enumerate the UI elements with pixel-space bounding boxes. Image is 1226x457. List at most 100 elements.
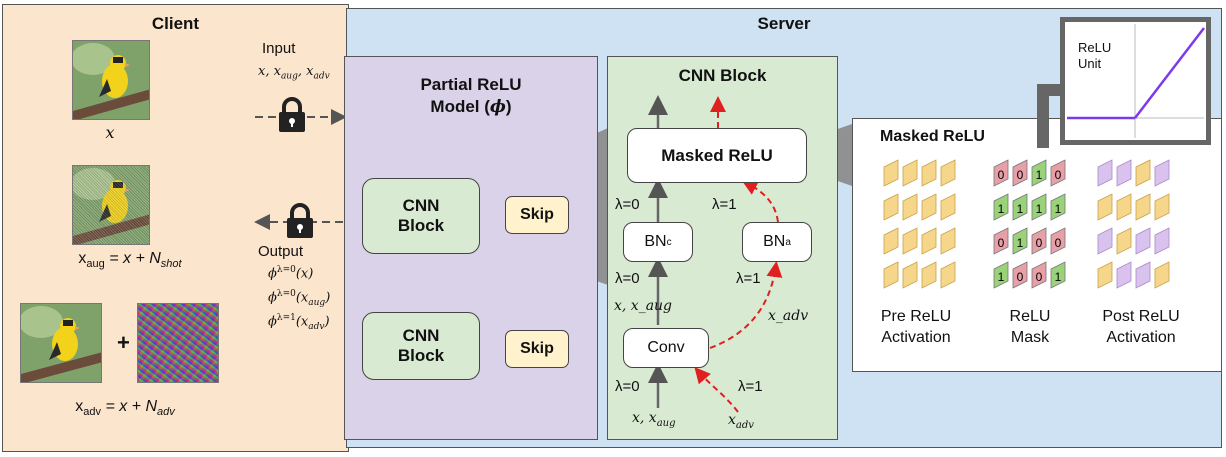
pre-activation-cell xyxy=(921,261,937,289)
post-relu-grid xyxy=(1097,159,1170,289)
mask-cell xyxy=(1050,159,1066,187)
lambda-1-top: λ=1 xyxy=(712,196,737,213)
mask-cell xyxy=(993,159,1009,187)
mask-cell xyxy=(1012,227,1028,255)
caption-x-aug: xaug = x + Nshot xyxy=(78,250,182,271)
clean-path-label: x, x_aug xyxy=(614,298,673,314)
mask-cell xyxy=(1050,193,1066,221)
post-activation-cell xyxy=(1116,193,1132,221)
pre-activation-cell xyxy=(940,227,956,255)
server-title: Server xyxy=(757,14,811,33)
mask-value: 1 xyxy=(1055,202,1062,216)
adv-path-label: x_adv xyxy=(768,308,809,324)
mask-cell xyxy=(1050,261,1066,289)
pre-relu-grid xyxy=(883,159,956,289)
lock-icon-input xyxy=(279,97,305,132)
mask-value: 1 xyxy=(1017,236,1024,250)
pre-activation-cell xyxy=(902,193,918,221)
post-activation-cell xyxy=(1116,227,1132,255)
post-activation-cell xyxy=(1135,227,1151,255)
post-activation-cell xyxy=(1116,261,1132,289)
pre-activation-cell xyxy=(921,159,937,187)
relu-unit-plot xyxy=(1060,17,1211,145)
input-adv-label: xadv xyxy=(728,412,754,431)
conv-box: Conv xyxy=(623,328,709,368)
post-activation-cell xyxy=(1097,261,1113,289)
mask-value: 0 xyxy=(998,236,1005,250)
post-activation-cell xyxy=(1154,227,1170,255)
mask-value: 1 xyxy=(998,270,1005,284)
pre-activation-cell xyxy=(883,193,899,221)
plus-sign: + xyxy=(117,330,130,355)
mask-value: 0 xyxy=(1017,270,1024,284)
mask-value: 0 xyxy=(998,168,1005,182)
mask-value: 0 xyxy=(1017,168,1024,182)
mask-value: 1 xyxy=(998,202,1005,216)
mask-cell xyxy=(1031,227,1047,255)
pre-activation-cell xyxy=(940,159,956,187)
mask-cell xyxy=(993,193,1009,221)
bird-image-clean xyxy=(72,40,150,120)
mask-value: 1 xyxy=(1036,168,1043,182)
post-activation-cell xyxy=(1154,261,1170,289)
post-activation-cell xyxy=(1116,159,1132,187)
post-activation-cell xyxy=(1135,193,1151,221)
masked-relu-box: Masked ReLU xyxy=(627,128,807,183)
post-activation-cell xyxy=(1135,261,1151,289)
mask-cell xyxy=(1012,261,1028,289)
output-line-2: ϕλ=0(xaug) xyxy=(268,289,331,308)
mask-cell xyxy=(1031,193,1047,221)
lambda-0-top: λ=0 xyxy=(615,196,640,213)
lambda-0-mid: λ=0 xyxy=(615,270,640,287)
mask-value: 1 xyxy=(1017,202,1024,216)
post-activation-cell xyxy=(1097,159,1113,187)
cnn-block-2: CNN Block xyxy=(362,312,480,380)
bird-image-source xyxy=(20,303,102,383)
cnn-block-1: CNN Block xyxy=(362,178,480,254)
mask-cell xyxy=(993,261,1009,289)
post-activation-cell xyxy=(1154,159,1170,187)
pre-activation-cell xyxy=(940,261,956,289)
pre-activation-cell xyxy=(883,261,899,289)
mask-cell xyxy=(1031,159,1047,187)
mask-cell xyxy=(993,227,1009,255)
lock-icon-output xyxy=(287,203,313,238)
skip-box-2: Skip xyxy=(505,330,569,368)
pre-activation-cell xyxy=(921,227,937,255)
mask-cell xyxy=(1012,193,1028,221)
mask-cell xyxy=(1031,261,1047,289)
output-label: Output xyxy=(258,243,304,260)
pre-activation-cell xyxy=(883,227,899,255)
lambda-1-mid: λ=1 xyxy=(736,270,761,287)
pre-activation-cell xyxy=(902,261,918,289)
bird-image-aug xyxy=(72,165,150,245)
post-activation-cell xyxy=(1097,227,1113,255)
input-vars: x, xaug, xadv xyxy=(258,64,330,82)
masked-relu-panel-title: Masked ReLU xyxy=(880,128,985,145)
lambda-1-bot: λ=1 xyxy=(738,378,763,395)
mask-value: 0 xyxy=(1055,236,1062,250)
output-line-1: ϕλ=0(x) xyxy=(268,265,314,282)
input-label: Input xyxy=(262,40,296,57)
pre-activation-cell xyxy=(883,159,899,187)
mask-value: 0 xyxy=(1036,236,1043,250)
input-clean-label: x, xaug xyxy=(632,410,676,429)
client-title: Client xyxy=(151,14,200,33)
post-activation-cell xyxy=(1154,193,1170,221)
post-activation-cell xyxy=(1097,193,1113,221)
lambda-0-bot: λ=0 xyxy=(615,378,640,395)
skip-box-1: Skip xyxy=(505,196,569,234)
adversarial-noise-image xyxy=(137,303,219,383)
mask-cell xyxy=(1050,227,1066,255)
caption-x: x xyxy=(105,123,115,142)
pre-activation-cell xyxy=(902,159,918,187)
